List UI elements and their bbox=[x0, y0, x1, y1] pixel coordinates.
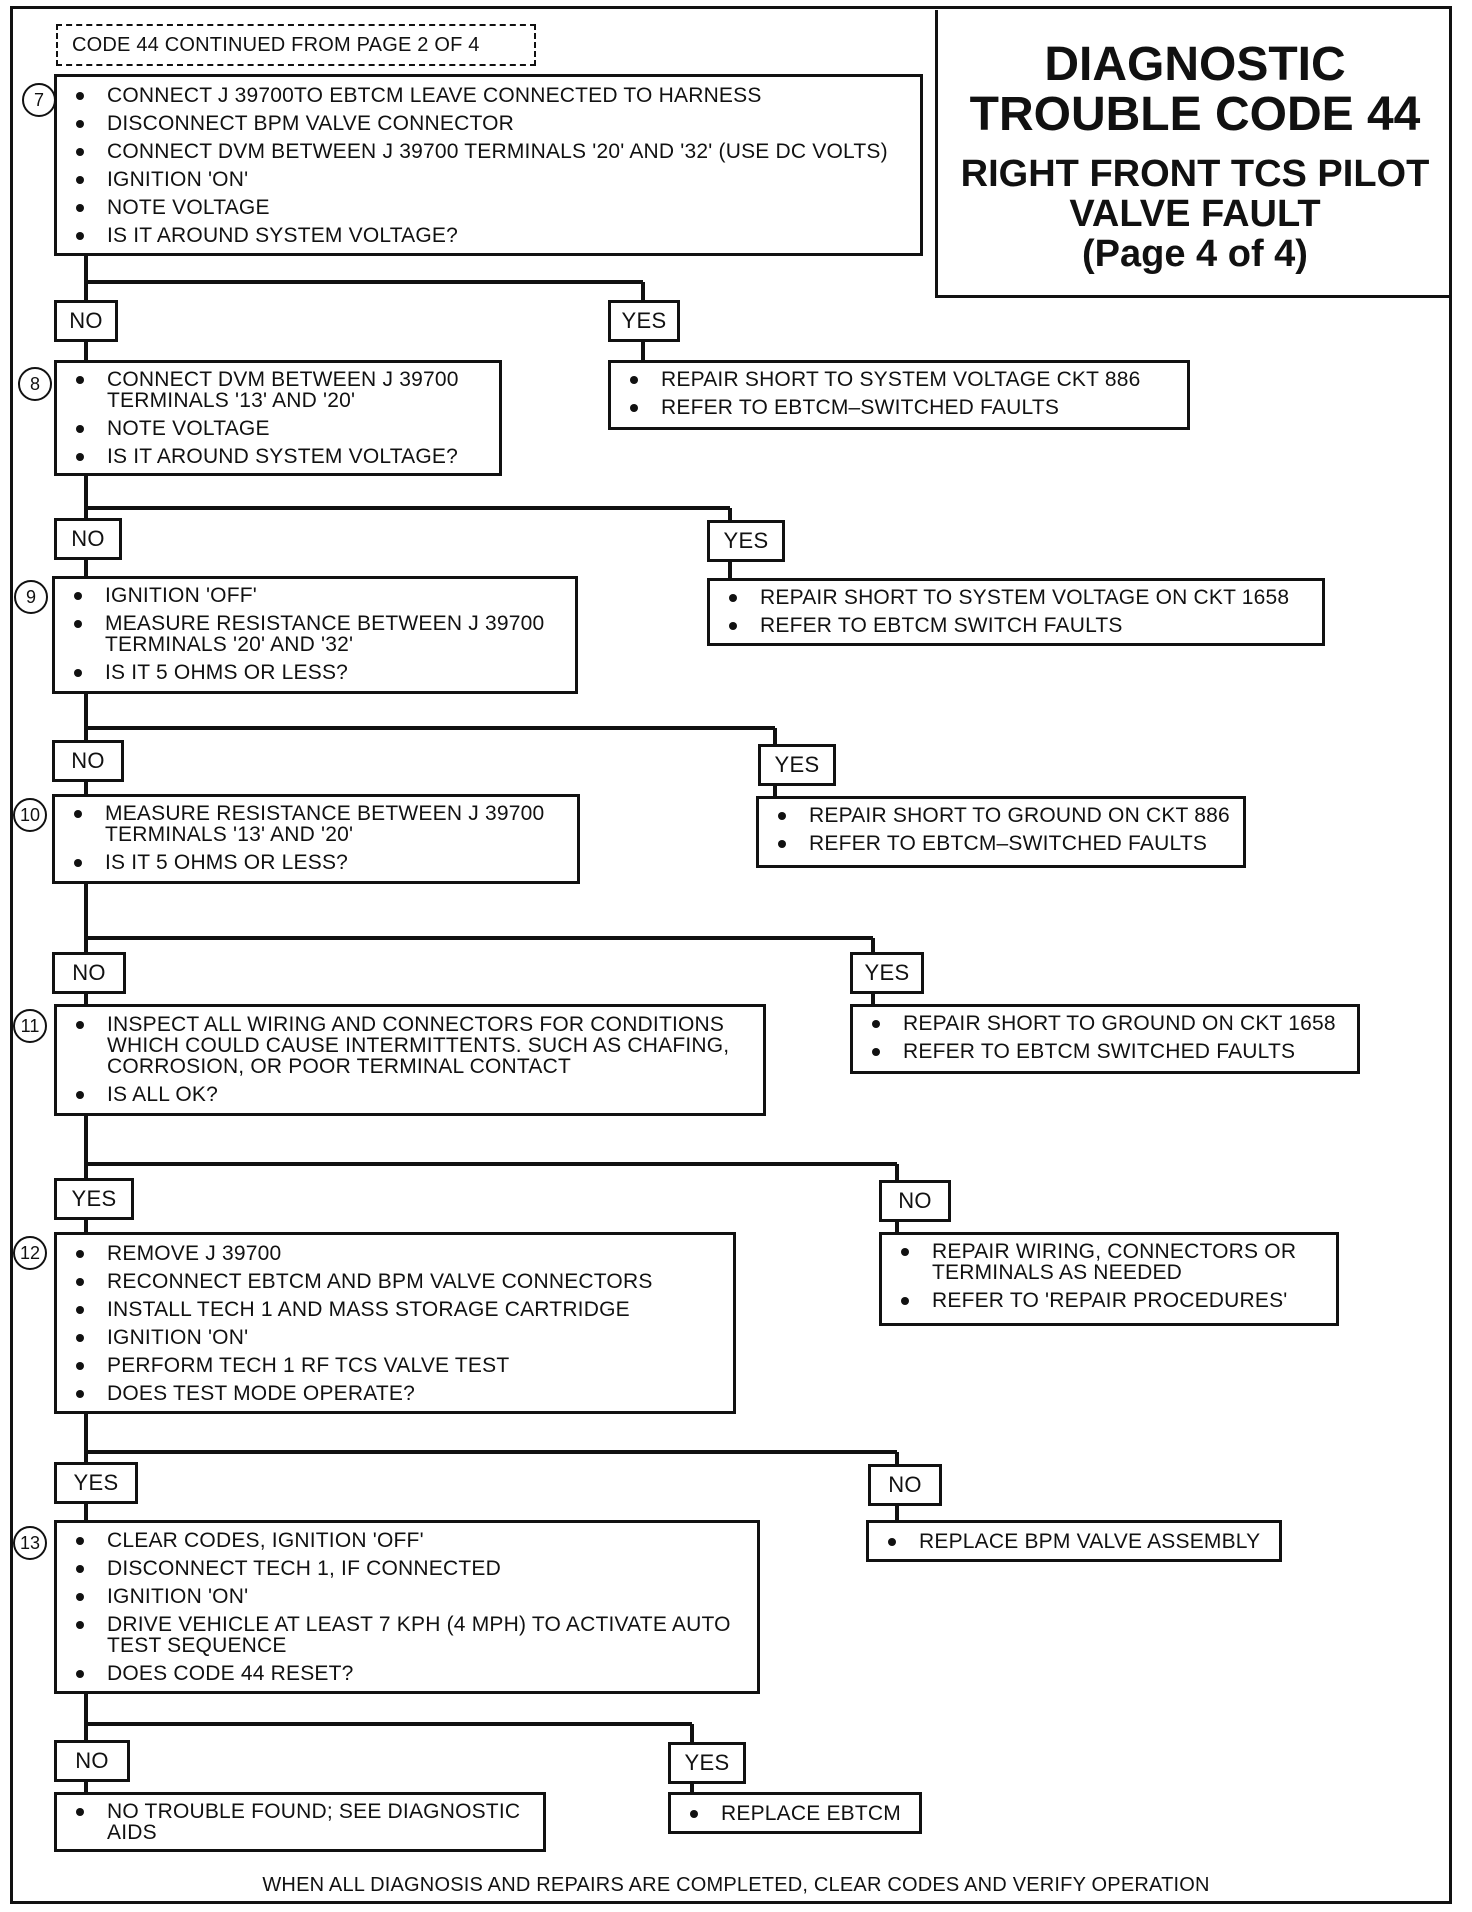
step-12-yes-label: YES bbox=[54, 1462, 138, 1504]
step-7-item: IS IT AROUND SYSTEM VOLTAGE? bbox=[76, 225, 908, 246]
result-item: REFER TO 'REPAIR PROCEDURES' bbox=[901, 1290, 1324, 1311]
step-9-yes-label: YES bbox=[758, 744, 836, 786]
step-7-item: CONNECT DVM BETWEEN J 39700 TERMINALS '2… bbox=[76, 141, 908, 162]
step-11-no-label: NO bbox=[879, 1180, 951, 1222]
step-8-item: CONNECT DVM BETWEEN J 39700 TERMINALS '1… bbox=[76, 369, 487, 411]
step-11-box: INSPECT ALL WIRING AND CONNECTORS FOR CO… bbox=[54, 1004, 766, 1116]
step-7-yes-result: REPAIR SHORT TO SYSTEM VOLTAGE CKT 886 R… bbox=[608, 360, 1190, 430]
step-number-11: 11 bbox=[13, 1009, 47, 1043]
step-11-item: INSPECT ALL WIRING AND CONNECTORS FOR CO… bbox=[76, 1014, 751, 1077]
result-item: REFER TO EBTCM SWITCHED FAULTS bbox=[872, 1041, 1345, 1062]
step-8-yes-result: REPAIR SHORT TO SYSTEM VOLTAGE ON CKT 16… bbox=[707, 578, 1325, 646]
step-13-no-label: NO bbox=[54, 1740, 130, 1782]
step-12-item: RECONNECT EBTCM AND BPM VALVE CONNECTORS bbox=[76, 1271, 721, 1292]
step-number-10: 10 bbox=[13, 798, 47, 832]
result-item: REPLACE EBTCM bbox=[690, 1803, 907, 1824]
step-13-item: DOES CODE 44 RESET? bbox=[76, 1663, 745, 1684]
step-number-9: 9 bbox=[14, 580, 48, 614]
step-12-item: PERFORM TECH 1 RF TCS VALVE TEST bbox=[76, 1355, 721, 1376]
step-13-item: IGNITION 'ON' bbox=[76, 1586, 745, 1607]
step-12-item: DOES TEST MODE OPERATE? bbox=[76, 1383, 721, 1404]
step-8-no-label: NO bbox=[54, 518, 122, 560]
step-number-13: 13 bbox=[13, 1526, 47, 1560]
result-item: REPAIR WIRING, CONNECTORS OR TERMINALS A… bbox=[901, 1241, 1324, 1283]
continued-from-note: CODE 44 CONTINUED FROM PAGE 2 OF 4 bbox=[56, 24, 536, 66]
step-9-box: IGNITION 'OFF' MEASURE RESISTANCE BETWEE… bbox=[52, 576, 578, 694]
title-block: DIAGNOSTIC TROUBLE CODE 44 RIGHT FRONT T… bbox=[935, 10, 1452, 298]
step-7-box: CONNECT J 39700TO EBTCM LEAVE CONNECTED … bbox=[54, 74, 923, 256]
step-8-item: IS IT AROUND SYSTEM VOLTAGE? bbox=[76, 446, 487, 467]
title-main: DIAGNOSTIC TROUBLE CODE 44 bbox=[969, 38, 1421, 141]
step-12-item: INSTALL TECH 1 AND MASS STORAGE CARTRIDG… bbox=[76, 1299, 721, 1320]
step-9-item: IGNITION 'OFF' bbox=[74, 585, 563, 606]
step-12-item: IGNITION 'ON' bbox=[76, 1327, 721, 1348]
step-13-item: DISCONNECT TECH 1, IF CONNECTED bbox=[76, 1558, 745, 1579]
step-9-yes-result: REPAIR SHORT TO GROUND ON CKT 886 REFER … bbox=[756, 796, 1246, 868]
step-13-yes-result: REPLACE EBTCM bbox=[668, 1792, 922, 1834]
result-item: REFER TO EBTCM–SWITCHED FAULTS bbox=[630, 397, 1175, 418]
title-subtitle: RIGHT FRONT TCS PILOT VALVE FAULT (Page … bbox=[960, 153, 1430, 275]
step-10-no-label: NO bbox=[52, 952, 126, 994]
step-9-item: IS IT 5 OHMS OR LESS? bbox=[74, 662, 563, 683]
step-8-item: NOTE VOLTAGE bbox=[76, 418, 487, 439]
step-number-8: 8 bbox=[18, 367, 52, 401]
step-7-no-label: NO bbox=[54, 300, 118, 342]
step-9-no-label: NO bbox=[52, 740, 124, 782]
step-12-item: REMOVE J 39700 bbox=[76, 1243, 721, 1264]
step-11-yes-label: YES bbox=[54, 1178, 134, 1220]
step-7-item: CONNECT J 39700TO EBTCM LEAVE CONNECTED … bbox=[76, 85, 908, 106]
step-7-item: IGNITION 'ON' bbox=[76, 169, 908, 190]
step-13-item: DRIVE VEHICLE AT LEAST 7 KPH (4 MPH) TO … bbox=[76, 1614, 745, 1656]
step-10-item: IS IT 5 OHMS OR LESS? bbox=[74, 852, 565, 873]
step-8-yes-label: YES bbox=[707, 520, 785, 562]
step-7-yes-label: YES bbox=[608, 300, 680, 342]
step-10-box: MEASURE RESISTANCE BETWEEN J 39700 TERMI… bbox=[52, 794, 580, 884]
result-item: REPLACE BPM VALVE ASSEMBLY bbox=[888, 1531, 1267, 1552]
step-9-item: MEASURE RESISTANCE BETWEEN J 39700 TERMI… bbox=[74, 613, 563, 655]
step-11-item: IS ALL OK? bbox=[76, 1084, 751, 1105]
step-13-no-result: NO TROUBLE FOUND; SEE DIAGNOSTIC AIDS bbox=[54, 1792, 546, 1852]
step-13-item: CLEAR CODES, IGNITION 'OFF' bbox=[76, 1530, 745, 1551]
result-item: NO TROUBLE FOUND; SEE DIAGNOSTIC AIDS bbox=[76, 1801, 531, 1843]
step-8-box: CONNECT DVM BETWEEN J 39700 TERMINALS '1… bbox=[54, 360, 502, 476]
result-item: REFER TO EBTCM SWITCH FAULTS bbox=[729, 615, 1310, 636]
result-item: REPAIR SHORT TO SYSTEM VOLTAGE CKT 886 bbox=[630, 369, 1175, 390]
step-number-7: 7 bbox=[22, 83, 56, 117]
step-10-yes-label: YES bbox=[850, 952, 924, 994]
result-item: REPAIR SHORT TO GROUND ON CKT 886 bbox=[778, 804, 1230, 827]
result-item: REPAIR SHORT TO GROUND ON CKT 1658 bbox=[872, 1013, 1345, 1034]
result-item: REPAIR SHORT TO SYSTEM VOLTAGE ON CKT 16… bbox=[729, 587, 1310, 608]
step-7-item: NOTE VOLTAGE bbox=[76, 197, 908, 218]
step-number-12: 12 bbox=[13, 1236, 47, 1270]
step-12-no-label: NO bbox=[868, 1464, 942, 1506]
step-13-yes-label: YES bbox=[668, 1742, 746, 1784]
page-border bbox=[10, 6, 1452, 1904]
step-11-no-result: REPAIR WIRING, CONNECTORS OR TERMINALS A… bbox=[879, 1232, 1339, 1326]
result-item: REFER TO EBTCM–SWITCHED FAULTS bbox=[778, 833, 1231, 854]
footer-note: WHEN ALL DIAGNOSIS AND REPAIRS ARE COMPL… bbox=[262, 1874, 1210, 1896]
step-7-item: DISCONNECT BPM VALVE CONNECTOR bbox=[76, 113, 908, 134]
step-12-no-result: REPLACE BPM VALVE ASSEMBLY bbox=[866, 1520, 1282, 1562]
step-10-yes-result: REPAIR SHORT TO GROUND ON CKT 1658 REFER… bbox=[850, 1004, 1360, 1074]
step-13-box: CLEAR CODES, IGNITION 'OFF' DISCONNECT T… bbox=[54, 1520, 760, 1694]
step-12-box: REMOVE J 39700 RECONNECT EBTCM AND BPM V… bbox=[54, 1232, 736, 1414]
step-10-item: MEASURE RESISTANCE BETWEEN J 39700 TERMI… bbox=[74, 803, 565, 845]
